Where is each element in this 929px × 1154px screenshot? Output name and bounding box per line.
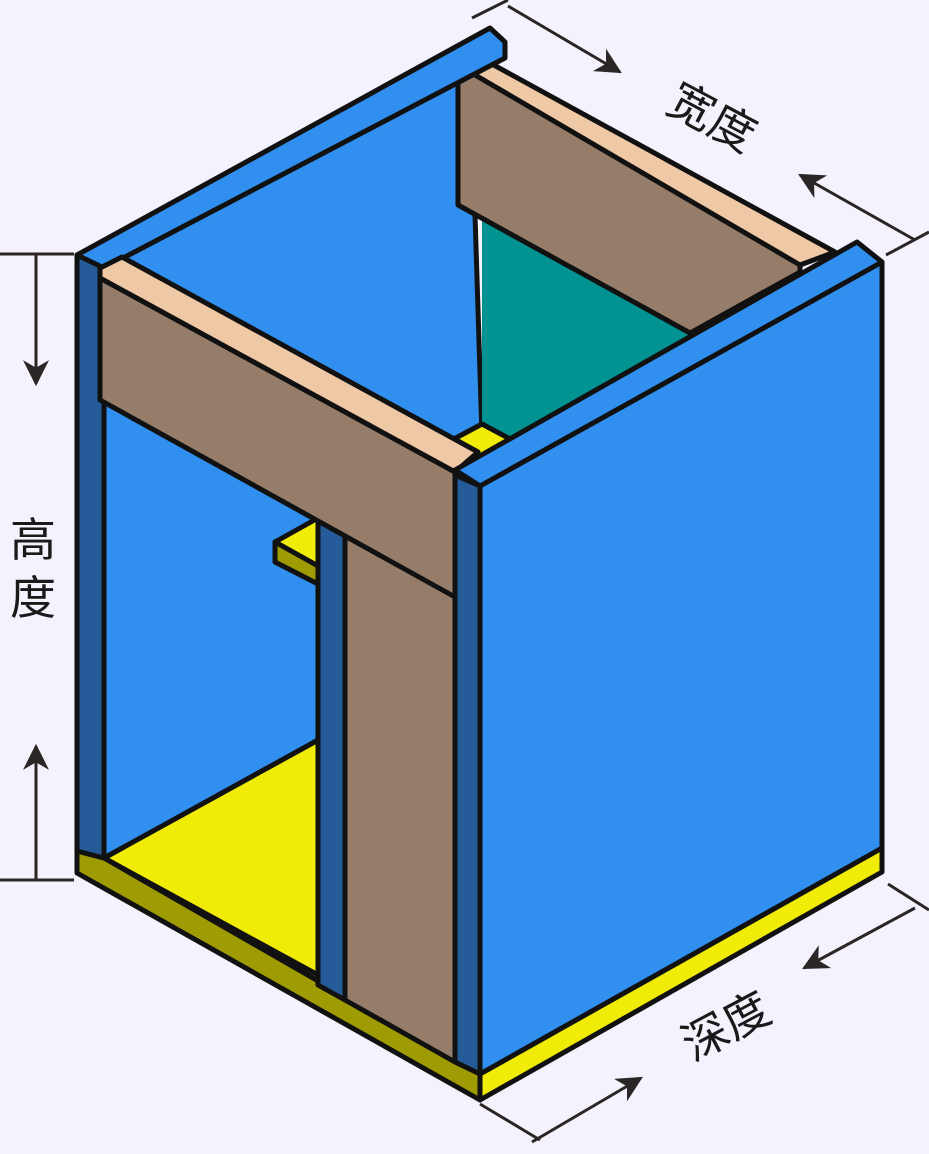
depth-tick-right xyxy=(887,882,929,912)
depth-label: 深度 xyxy=(673,981,780,1072)
height-label-top: 高 xyxy=(10,513,56,567)
width-tick-left xyxy=(471,0,509,20)
width-label: 宽度 xyxy=(659,72,766,163)
right-side-panel xyxy=(452,239,885,1077)
height-label-bottom: 度 xyxy=(10,571,56,625)
width-arrow-lower xyxy=(798,173,916,242)
back-panel-shadow xyxy=(482,220,690,440)
width-arrow-upper xyxy=(507,4,622,74)
depth-arrow-left xyxy=(531,1076,643,1144)
middle-post xyxy=(315,515,348,1003)
depth-tick-left xyxy=(479,1102,541,1142)
width-tick-right xyxy=(885,230,929,257)
depth-arrow-right xyxy=(802,906,916,970)
side-panel-front-edge xyxy=(452,472,483,1077)
middle-board xyxy=(342,527,458,1065)
